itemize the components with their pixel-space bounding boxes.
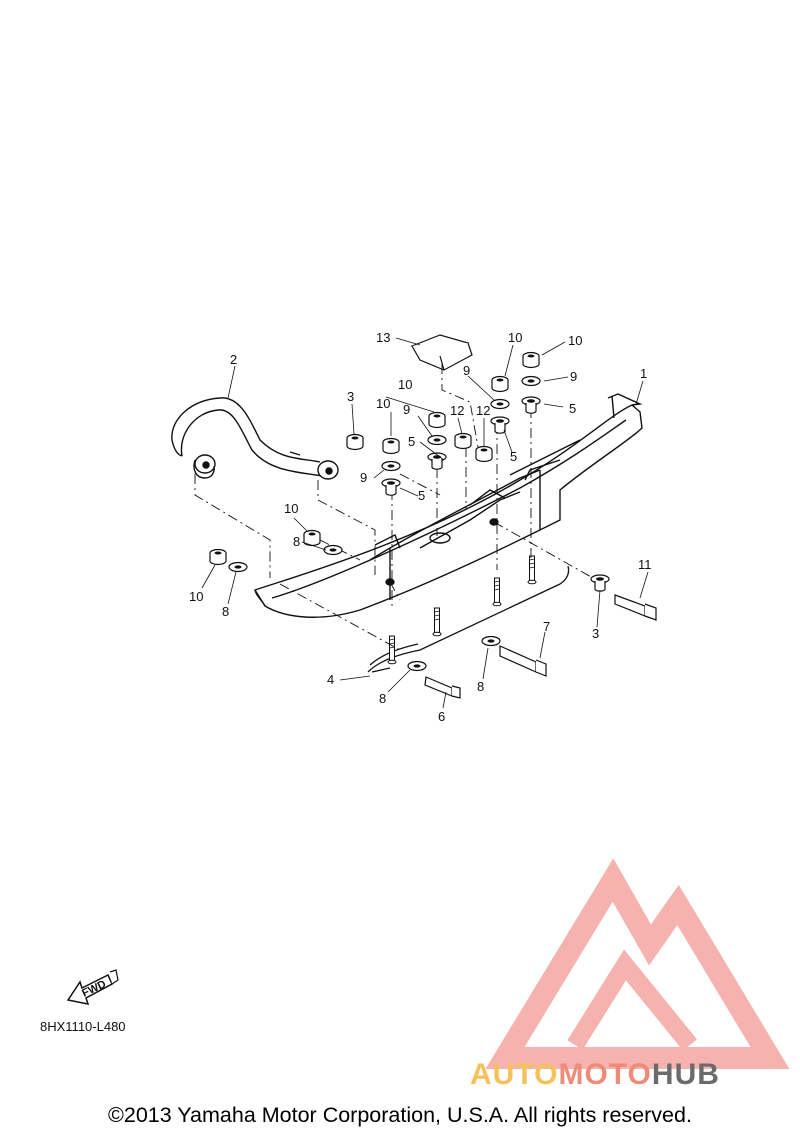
- part-code: 8HX1110-L480: [40, 1019, 126, 1034]
- ski-pad: [410, 334, 473, 371]
- callout-label: 9: [463, 363, 470, 378]
- callout-label: 10: [398, 377, 412, 392]
- callout-label: 12: [450, 403, 464, 418]
- copyright-notice: ©2013 Yamaha Motor Corporation, U.S.A. A…: [108, 1103, 692, 1127]
- callout-label: 10: [189, 589, 203, 604]
- fwd-arrow-icon: FWD: [66, 969, 119, 1005]
- callouts: 1 2 3 3 4 5 5 5 5 6 7 8 8 8 8 9 9 9 9 10…: [189, 330, 652, 724]
- callout-label: 3: [592, 626, 599, 641]
- assembly-lines: [194, 364, 601, 651]
- fwd-label: FWD: [80, 978, 108, 999]
- callout-label: 8: [222, 604, 229, 619]
- watermark-word-2: MOTO: [558, 1058, 652, 1091]
- callout-label: 12: [476, 403, 490, 418]
- callout-label: 5: [408, 434, 415, 449]
- callout-label: 10: [284, 501, 298, 516]
- callout-label: 9: [403, 402, 410, 417]
- ski-body: [253, 393, 643, 618]
- watermark-word-1: AUTO: [470, 1058, 559, 1091]
- callout-label: 8: [293, 534, 300, 549]
- callout-label: 8: [477, 679, 484, 694]
- callout-label: 9: [360, 470, 367, 485]
- callout-label: 5: [418, 488, 425, 503]
- watermark-logo: [485, 858, 790, 1069]
- callout-label: 2: [230, 352, 237, 367]
- callout-label: 13: [376, 330, 390, 345]
- bolts: [424, 594, 657, 699]
- callout-label: 8: [379, 691, 386, 706]
- callout-label: 1: [640, 366, 647, 381]
- callout-label: 10: [376, 396, 390, 411]
- callout-label: 10: [508, 330, 522, 345]
- callout-label: 5: [510, 449, 517, 464]
- callout-label: 3: [347, 389, 354, 404]
- callout-label: 4: [327, 672, 334, 687]
- callout-label: 5: [569, 401, 576, 416]
- callout-label: 10: [568, 333, 582, 348]
- callout-label: 7: [543, 619, 550, 634]
- callout-label: 11: [638, 557, 652, 572]
- ski-handle: [171, 397, 339, 480]
- callout-label: 6: [438, 709, 445, 724]
- watermark-word-3: HUB: [651, 1058, 720, 1091]
- watermark-text: AUTOMOTOHUB: [470, 1058, 720, 1092]
- leader-lines: [201, 337, 649, 709]
- callout-label: 9: [570, 369, 577, 384]
